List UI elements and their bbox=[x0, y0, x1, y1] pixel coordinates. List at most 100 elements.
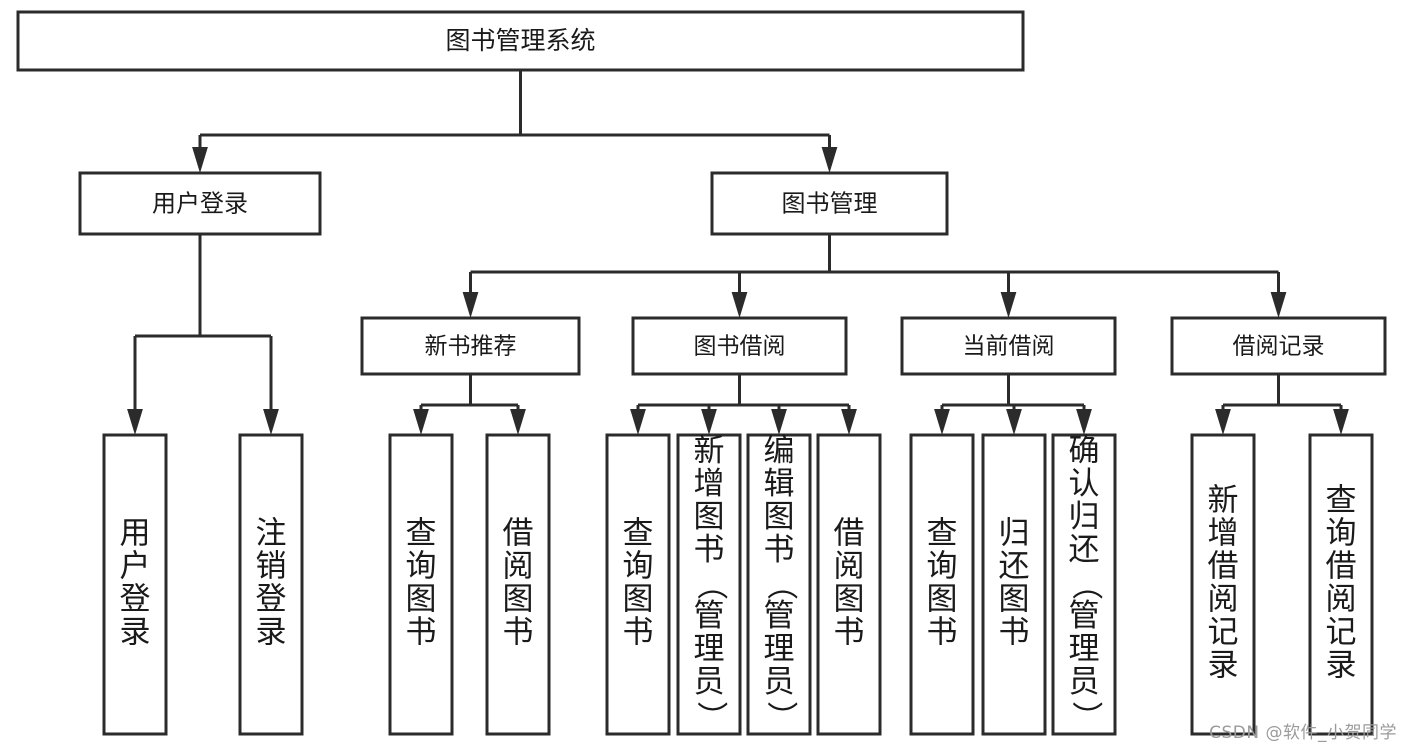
leaf-label-char: 借 bbox=[834, 516, 865, 552]
arrow-head-icon bbox=[1215, 409, 1231, 435]
connector-group-new-book-rec bbox=[413, 374, 526, 435]
arrow-head-icon bbox=[1076, 409, 1092, 435]
connector-group-current-loans bbox=[934, 374, 1092, 435]
node-user-login[interactable]: 用户登录 bbox=[78, 171, 322, 236]
leaf-label-char: 阅 bbox=[1208, 582, 1239, 618]
leaf-label-char: 员 bbox=[1069, 664, 1100, 700]
leaf-label-char: 阅 bbox=[1326, 582, 1357, 618]
node-current-loans[interactable]: 当前借阅 bbox=[900, 316, 1117, 376]
leaf-label-char: （ bbox=[763, 569, 799, 600]
node-box-book-borrow[interactable] bbox=[631, 316, 848, 376]
node-label-book-borrow: 图书借阅 bbox=[694, 334, 786, 360]
leaf-label-char: 图 bbox=[406, 582, 437, 618]
leaf-leaf-user-login[interactable]: 用户登录 bbox=[102, 433, 168, 736]
arrow-head-icon bbox=[731, 292, 748, 318]
leaf-box-leaf-borrow-book-1[interactable] bbox=[485, 433, 551, 736]
leaf-label-char: 借 bbox=[503, 516, 534, 552]
leaf-box-leaf-query-book-3[interactable] bbox=[909, 433, 975, 736]
leaf-label-char: 书 bbox=[406, 615, 437, 651]
leaf-box-leaf-edit-book[interactable] bbox=[746, 433, 812, 736]
node-box-loan-records[interactable] bbox=[1170, 316, 1387, 376]
connector-group-root bbox=[192, 70, 838, 173]
arrow-head-icon bbox=[1270, 292, 1287, 318]
arrow-head-icon bbox=[462, 292, 479, 318]
node-box-book-manage[interactable] bbox=[710, 171, 949, 236]
leaf-label-char: 记 bbox=[1208, 615, 1239, 651]
node-box-root[interactable] bbox=[16, 10, 1025, 72]
node-root[interactable]: 图书管理系统 bbox=[16, 10, 1025, 72]
leaf-label-char: 理 bbox=[1069, 631, 1100, 667]
leaf-box-leaf-query-book-1[interactable] bbox=[388, 433, 454, 736]
node-book-manage[interactable]: 图书管理 bbox=[710, 171, 949, 236]
leaf-box-leaf-return-book[interactable] bbox=[981, 433, 1047, 736]
leaf-label-char: 辑 bbox=[764, 466, 795, 502]
leaf-label-char: 归 bbox=[1069, 499, 1100, 535]
leaf-label-char: 用 bbox=[120, 516, 151, 552]
node-box-current-loans[interactable] bbox=[900, 316, 1117, 376]
leaf-box-leaf-confirm-return[interactable] bbox=[1051, 433, 1117, 736]
leaf-label-char: 书 bbox=[927, 615, 958, 651]
leaf-label-char: 确 bbox=[1069, 433, 1100, 469]
leaf-label-char: （ bbox=[693, 569, 729, 600]
leaf-label-char: 录 bbox=[1326, 648, 1357, 684]
leaf-label-char: 理 bbox=[694, 631, 725, 667]
leaf-label-char: ） bbox=[763, 701, 799, 732]
node-layer: 图书管理系统用户登录图书管理新书推荐图书借阅当前借阅借阅记录用户登录注销登录查询… bbox=[16, 10, 1387, 736]
arrow-head-icon bbox=[1000, 292, 1017, 318]
leaf-label-char: 管 bbox=[1069, 598, 1100, 634]
leaf-box-leaf-add-book[interactable] bbox=[676, 433, 742, 736]
node-box-user-login[interactable] bbox=[78, 171, 322, 236]
leaf-label-char: 注 bbox=[256, 516, 287, 552]
leaf-label-char: （ bbox=[1068, 569, 1104, 600]
node-loan-records[interactable]: 借阅记录 bbox=[1170, 316, 1387, 376]
node-book-borrow[interactable]: 图书借阅 bbox=[631, 316, 848, 376]
node-box-new-book-rec[interactable] bbox=[360, 316, 581, 376]
leaf-label-char: 询 bbox=[1326, 516, 1357, 552]
arrow-head-icon bbox=[192, 147, 208, 173]
leaf-label-char: 管 bbox=[764, 598, 795, 634]
arrow-head-icon bbox=[263, 409, 279, 435]
node-label-loan-records: 借阅记录 bbox=[1233, 334, 1325, 360]
leaf-label-char: 询 bbox=[927, 549, 958, 585]
leaf-box-leaf-borrow-book-2[interactable] bbox=[816, 433, 882, 736]
node-new-book-rec[interactable]: 新书推荐 bbox=[360, 316, 581, 376]
leaf-box-leaf-add-record[interactable] bbox=[1190, 433, 1256, 736]
connector-layer bbox=[127, 70, 1349, 435]
leaf-label-char: 查 bbox=[927, 516, 958, 552]
leaf-box-leaf-logout[interactable] bbox=[238, 433, 304, 736]
leaf-label-char: 新 bbox=[694, 433, 725, 469]
leaf-label-char: 书 bbox=[694, 532, 725, 568]
csdn-watermark: CSDN @软件_小贺同学 bbox=[1209, 723, 1397, 743]
leaf-box-leaf-query-record[interactable] bbox=[1308, 433, 1374, 736]
arrow-head-icon bbox=[510, 409, 526, 435]
leaf-label-char: 户 bbox=[120, 549, 151, 585]
node-label-current-loans: 当前借阅 bbox=[963, 334, 1055, 360]
leaf-label-char: 录 bbox=[120, 615, 151, 651]
arrow-head-icon bbox=[701, 409, 717, 435]
leaf-label-char: 还 bbox=[1069, 532, 1100, 568]
leaf-label-char: 认 bbox=[1069, 466, 1100, 502]
leaf-label-char: 管 bbox=[694, 598, 725, 634]
leaf-label-char: ） bbox=[693, 701, 729, 732]
leaf-box-leaf-user-login[interactable] bbox=[102, 433, 168, 736]
leaf-label-char: 询 bbox=[406, 549, 437, 585]
leaf-box-leaf-query-book-2[interactable] bbox=[605, 433, 671, 736]
leaf-label-char: 理 bbox=[764, 631, 795, 667]
